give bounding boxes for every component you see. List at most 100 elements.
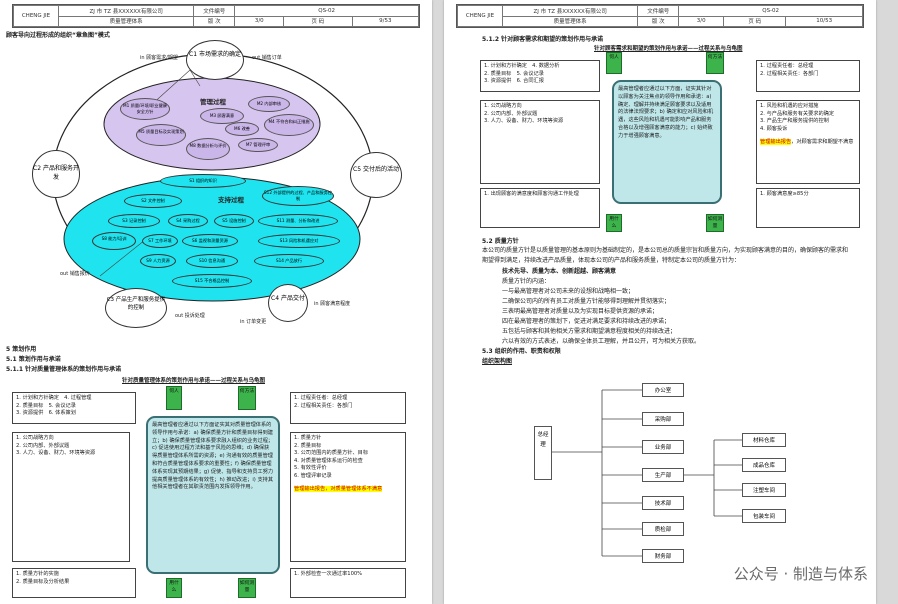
turtle-what-label-r: 用什么 — [606, 214, 622, 232]
support-process-title: 支持过程 — [218, 196, 244, 204]
support-item-s6: S6 监视和测量资源 — [182, 234, 238, 248]
turtle-box-outputs: 1. 质量方针 2. 质量目标 3. 公司范围内的质量方针、目标 4. 对质量管… — [290, 432, 406, 562]
tl-item-6: 6. 体系策划 — [48, 410, 76, 417]
turtle-box-top-left: 1. 计划和方针确定 4. 过程管理 2. 质量目标 5. 会议记录 3. 资源… — [12, 392, 136, 424]
input-item-3: 3. 人力、设备、财力、环境等资源 — [16, 450, 96, 457]
turtle-box-bottom-left-r: 1. 出现顾客的满意度和顾客沟通工作处理 — [480, 188, 600, 228]
org-dept-production: 生产部 — [642, 468, 684, 482]
tl-item-5: 5. 会议记录 — [48, 402, 76, 409]
policy-intro: 本公司的质量方针是以质量管理的基本原则为基础制定的，是本公司总的质量宗旨和质量方… — [482, 247, 849, 264]
section-5: 5 策划作用 — [6, 346, 37, 353]
page-header-left: CHENG JIE ZJ 市 TZ 县XXXXXX有限公司 文件编号 QS-02… — [12, 4, 420, 28]
org-dept-quality: 质检部 — [642, 522, 684, 536]
header-doc-no: QS-02 — [234, 5, 419, 17]
header-company-cell: CHENG JIE — [13, 5, 59, 27]
output-item-1: 1. 风险和机遇的应对措施 — [760, 103, 819, 109]
header-title: 质量管理体系 — [501, 15, 639, 27]
output-highlight: 管理输出报告，对质量管理体系不满意 — [294, 486, 383, 493]
support-item-s13: S13 风险和机遇应对 — [258, 234, 340, 248]
org-sub-finished-warehouse: 成品仓库 — [742, 458, 786, 472]
turtle-how-label-r: 何方法 — [706, 52, 724, 74]
output-highlight-tail-r: ，对顾客需求和期望不满意 — [791, 139, 854, 146]
section-5-1: 5.1 策划作用与承诺 — [6, 356, 61, 363]
output-item-2: 2. 与产品和服务有关要求的确定 — [760, 110, 835, 117]
support-item-s8: S8 能力/培训 — [92, 232, 136, 250]
output-item-3: 3. 产品生产和服务提供的控制 — [760, 118, 829, 125]
c3-production-control: C3 产品生产和服务提供的控制 — [105, 288, 167, 328]
support-item-s7: S7 工作环境 — [142, 234, 178, 248]
support-item-s11: S11 测量、分析和改进 — [258, 214, 338, 228]
header-version: 3/0 — [234, 15, 285, 27]
policy-item-2: 二确保公司内的所有员工对质量方针能够得到理解并贯彻落实； — [502, 298, 671, 305]
header-page: 9/53 — [351, 15, 420, 27]
turtle-center-process: 最高管理者应通过以下方面证实其对质量管理体系的领导作用与承诺：a) 确保质量方针… — [146, 416, 280, 574]
header-page-label: 页 码 — [723, 15, 787, 27]
turtle-box-top-left-r: 1. 计划和方针确定 4. 数据分析 2. 质量目标 5. 会议记录 3. 资源… — [480, 60, 600, 92]
org-sub-molding-workshop: 注塑车间 — [742, 483, 786, 497]
br-item-1: 1. 外部检查一次通过率100% — [294, 571, 363, 577]
tl-item-6: 6. 合同汇报 — [516, 78, 544, 85]
arrow-label-6: in 订单变更 — [240, 319, 267, 325]
tl-item-3: 3. 资源提供 — [484, 78, 512, 85]
c5-post-delivery: C5 交付后的活动 — [350, 152, 402, 198]
org-dept-technical: 技术部 — [642, 496, 684, 510]
support-item-s9: S9 人力资源 — [140, 254, 176, 268]
bl-item-2: 2. 质量目标及分析结果 — [16, 578, 70, 585]
turtle-box-top-right-r: 1. 过程责任者：总经理 2. 过程相关责任：各部门 — [756, 60, 860, 92]
tl-item-3: 3. 资源提供 — [16, 410, 44, 417]
turtle-title-left: 针对质量管理体系的策划作用与承诺——过程关系与乌龟图 — [122, 378, 266, 384]
input-item-1: 1. 公司战略方向 — [16, 435, 54, 441]
c2-development: C2 产品和服务开发 — [32, 150, 80, 198]
section-5-1-1: 5.1.1 针对质量管理体系的策划作用与承诺 — [6, 366, 122, 373]
support-item-s14: S14 产品放行 — [254, 254, 324, 268]
tl-item-2: 2. 质量目标 — [484, 70, 512, 77]
output-item-4: 4. 对质量管理体系运行的检查 — [294, 457, 363, 464]
section-5-1-2: 5.1.2 针对顾客需求和期望的策划作用与承诺 — [482, 36, 604, 43]
policy-item-3: 三表明最高管理者对质量以及为实现目标提供资源的承诺； — [502, 308, 659, 315]
org-chart-title: 组织架构图 — [482, 358, 513, 365]
header-page-label: 页 码 — [283, 15, 353, 27]
policy-item-4: 四在最高管理者的策划下，促进对满足要求和持续改进的承诺； — [502, 318, 671, 325]
turtle-box-top-right: 1. 过程责任者：总经理 2. 过程相关责任：各部门 — [290, 392, 406, 424]
section-5-3: 5.3 组织的作用、职责和权限 — [482, 348, 561, 355]
turtle-what-label: 用什么 — [166, 578, 182, 598]
c1-market-needs: C1 市场需求的确定 — [186, 40, 244, 80]
watermark: 公众号 · 制造与体系 — [733, 565, 868, 583]
output-item-3: 3. 公司范围内的质量方针、目标 — [294, 450, 369, 457]
header-company: ZJ 市 TZ 县XXXXXX有限公司 — [57, 5, 195, 17]
output-highlight-r: 管理输出报告 — [760, 139, 792, 146]
support-item-s5: S5 设施控制 — [214, 214, 254, 228]
tr-item-2: 2. 过程相关责任：各部门 — [760, 70, 819, 77]
org-dept-purchasing: 采购部 — [642, 412, 684, 426]
header-version-label: 版 次 — [193, 15, 236, 27]
support-item-s2: S2 文件控制 — [124, 194, 182, 208]
tr-item-2: 2. 过程相关责任：各部门 — [294, 402, 353, 409]
quality-policy: 技术先导、质量为本、创新超越、顾客满意 — [502, 268, 617, 275]
mgmt-item-m6: M6 改善 — [225, 122, 259, 136]
section-5-2: 5.2 质量方针 — [482, 238, 519, 245]
turtle-center-process-r: 最高管理者应通过以下方面，证实其针对以顾客为关注焦点的领导作用和承诺：a) 确定… — [612, 80, 722, 204]
turtle-how-label: 何方法 — [238, 386, 256, 410]
tl-item-1: 1. 计划和方针确定 — [484, 63, 527, 69]
page-header-right: CHENG JIE ZJ 市 TZ 县XXXXXX有限公司 文件编号 QS-02… — [456, 4, 864, 28]
turtle-box-inputs-r: 1. 公司战略方向 2. 公司内部、外部议题 3. 人力、设备、财力、环境等资源 — [480, 100, 600, 184]
policy-item-6: 六以有效的方式表述，以确保全体员工理解，并且公开，可为相关方获取。 — [502, 338, 701, 345]
bl-item-1: 1. 出现顾客的满意度和顾客沟通工作处理 — [484, 191, 579, 197]
tl-item-1: 1. 计划和方针确定 — [16, 395, 59, 401]
octopus-diagram-title: 顾客导向过程形成的组织“章鱼图”模式 — [6, 32, 110, 39]
input-item-3: 3. 人力、设备、财力、环境等资源 — [484, 118, 564, 125]
tr-item-1: 1. 过程责任者：总经理 — [760, 63, 814, 69]
mgmt-item-m5: M5 质量目标及实现策划 — [136, 124, 186, 146]
header-page: 10/53 — [785, 15, 863, 27]
input-item-2: 2. 公司内部、外部议题 — [16, 442, 70, 449]
support-item-s15: S15 不合格品控制 — [172, 274, 252, 288]
output-item-2: 2. 质量目标 — [294, 442, 322, 449]
support-item-s3: S3 记录控制 — [108, 214, 160, 228]
arrow-label-1: in 顾客需求/期望 — [140, 55, 178, 61]
tl-item-5: 5. 会议记录 — [516, 70, 544, 77]
header-doc-no-label: 文件编号 — [193, 5, 236, 17]
turtle-box-bottom-right: 1. 外部检查一次通过率100% — [290, 568, 406, 598]
turtle-who-label: 何人 — [166, 386, 182, 410]
turtle-box-outputs-r: 1. 风险和机遇的应对措施 2. 与产品和服务有关要求的确定 3. 产品生产和服… — [756, 100, 860, 184]
management-process-title: 管理过程 — [200, 98, 226, 106]
